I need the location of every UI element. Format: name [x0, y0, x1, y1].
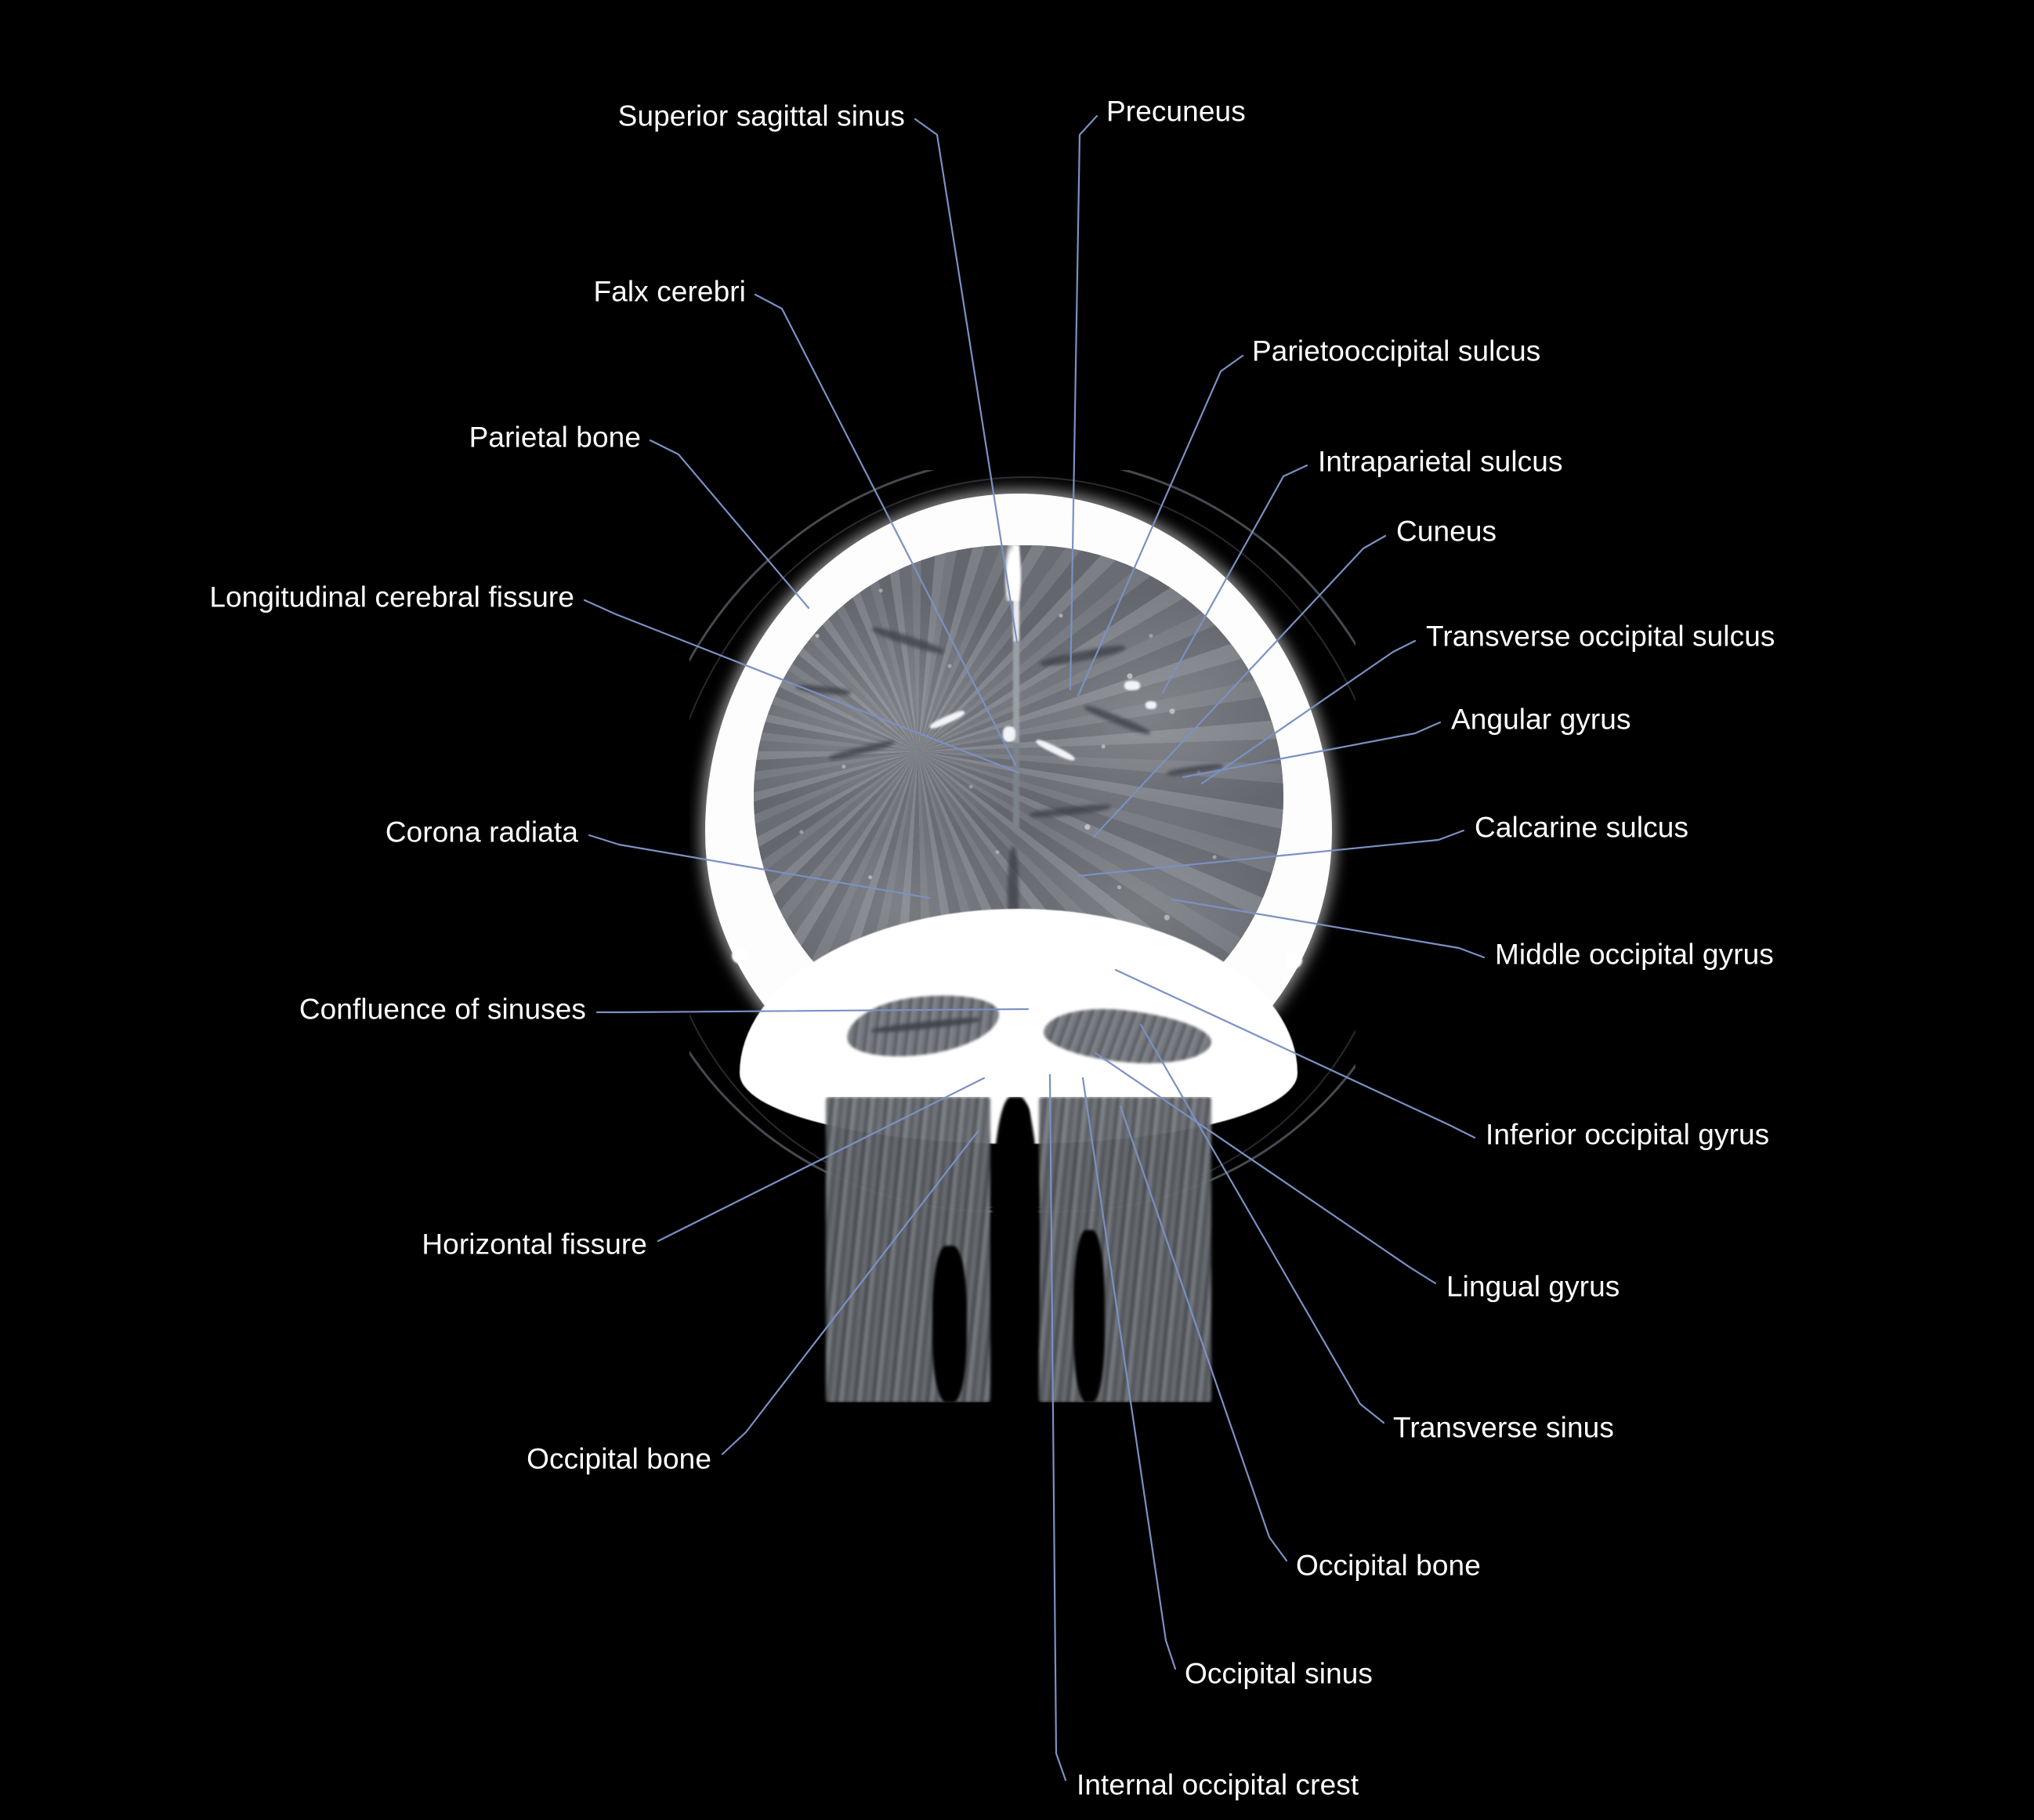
vessel-right-cortical — [1124, 681, 1141, 691]
label-superior-sagittal-sinus[interactable]: Superior sagittal sinus — [617, 100, 905, 132]
ct-scan-image — [689, 470, 1355, 1410]
label-transverse-occipital-sulcus[interactable]: Transverse occipital sulcus — [1426, 620, 1775, 653]
label-internal-occipital-crest[interactable]: Internal occipital crest — [1077, 1768, 1359, 1801]
label-cuneus[interactable]: Cuneus — [1396, 515, 1497, 548]
vessel-midline-deep — [1002, 726, 1015, 743]
label-lingual-gyrus[interactable]: Lingual gyrus — [1446, 1270, 1620, 1303]
label-angular-gyrus[interactable]: Angular gyrus — [1451, 703, 1631, 736]
label-occipital-sinus[interactable]: Occipital sinus — [1185, 1657, 1373, 1690]
label-middle-occipital-gyrus[interactable]: Middle occipital gyrus — [1495, 938, 1774, 971]
label-horizontal-fissure[interactable]: Horizontal fissure — [422, 1228, 647, 1261]
label-falx-cerebri[interactable]: Falx cerebri — [593, 275, 746, 308]
label-occipital-bone-right[interactable]: Occipital bone — [1296, 1549, 1481, 1582]
mastoid-air-cell-right-3 — [1233, 1051, 1246, 1062]
mastoid-air-cell-left-2 — [765, 1009, 779, 1022]
label-precuneus[interactable]: Precuneus — [1106, 95, 1246, 128]
mastoid-air-cell-right-1 — [1285, 953, 1302, 968]
label-confluence-of-sinuses[interactable]: Confluence of sinuses — [299, 993, 586, 1026]
label-parietooccipital-sulcus[interactable]: Parietooccipital sulcus — [1252, 335, 1541, 367]
neck-musculature — [815, 1097, 1222, 1402]
label-intraparietal-sulcus[interactable]: Intraparietal sulcus — [1318, 445, 1563, 478]
neck-fat-plane-right — [1073, 1230, 1105, 1402]
label-calcarine-sulcus[interactable]: Calcarine sulcus — [1475, 811, 1689, 844]
neck-midline-gap — [992, 1097, 1039, 1402]
label-inferior-occipital-gyrus[interactable]: Inferior occipital gyrus — [1486, 1118, 1770, 1151]
label-parietal-bone[interactable]: Parietal bone — [469, 421, 641, 454]
label-corona-radiata[interactable]: Corona radiata — [385, 816, 578, 848]
mastoid-air-cell-left-1 — [732, 948, 749, 964]
neck-muscle-right — [1039, 1097, 1211, 1402]
vessel-right-cortical-2 — [1145, 701, 1157, 710]
superior-sagittal-sinus-structure — [1004, 545, 1022, 601]
neck-fat-plane-left — [932, 1246, 967, 1402]
mastoid-air-cell-right-2 — [1258, 1012, 1272, 1025]
mastoid-air-cell-left-3 — [790, 1042, 802, 1053]
label-longitudinal-cerebral-fissure[interactable]: Longitudinal cerebral fissure — [209, 581, 574, 613]
label-transverse-sinus[interactable]: Transverse sinus — [1393, 1411, 1614, 1444]
label-occipital-bone-left[interactable]: Occipital bone — [527, 1442, 711, 1475]
